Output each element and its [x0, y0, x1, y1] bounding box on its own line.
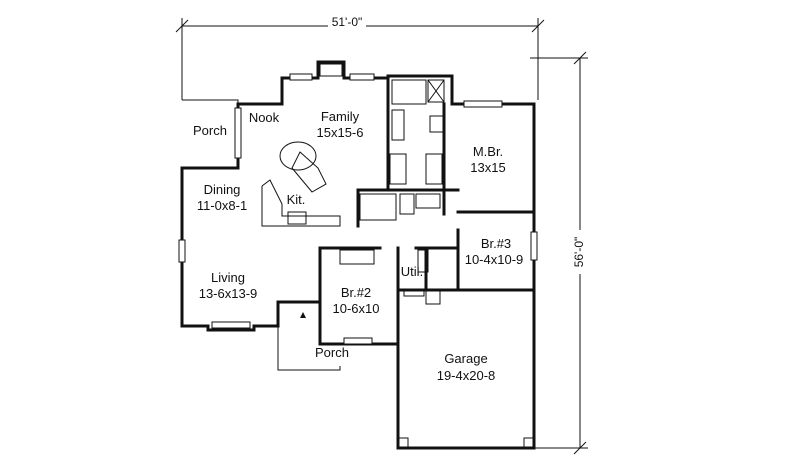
room-label-living: Living	[211, 270, 245, 285]
room-label-kitchen: Kit.	[287, 192, 306, 207]
room-label-garage: Garage	[444, 351, 487, 366]
width-dimension: 51'-0"	[332, 15, 363, 29]
room-size-dining: 11-0x8-1	[197, 198, 247, 213]
room-size-bedroom-3: 10-4x10-9	[465, 252, 524, 267]
room-size-bedroom-2: 10-6x10	[333, 301, 380, 316]
dimension-line-width	[175, 18, 545, 100]
depth-dimension: 56'-0"	[572, 237, 586, 268]
fixtures	[261, 63, 535, 449]
room-size-living: 13-6x13-9	[199, 286, 258, 301]
width-label-bg	[328, 14, 366, 30]
room-label-dining: Dining	[204, 182, 241, 197]
room-size-family: 15x15-6	[317, 125, 364, 140]
room-label-bedroom-2: Br.#2	[341, 285, 371, 300]
entry-arrow-icon	[300, 312, 306, 318]
room-label-bedroom-3: Br.#3	[481, 236, 511, 251]
room-label-master-bedroom: M.Br.	[473, 144, 503, 159]
room-label-nook: Nook	[249, 110, 280, 125]
room-label-porch-front: Porch	[315, 345, 349, 360]
room-label-utility: Util.	[401, 264, 423, 279]
windows	[178, 73, 538, 345]
room-label-porch-left: Porch	[193, 123, 227, 138]
room-size-garage: 19-4x20-8	[437, 368, 496, 383]
interior-walls	[236, 74, 536, 346]
depth-label-bg	[566, 230, 586, 274]
room-label-family: Family	[321, 109, 360, 124]
room-size-master-bedroom: 13x15	[470, 160, 505, 175]
